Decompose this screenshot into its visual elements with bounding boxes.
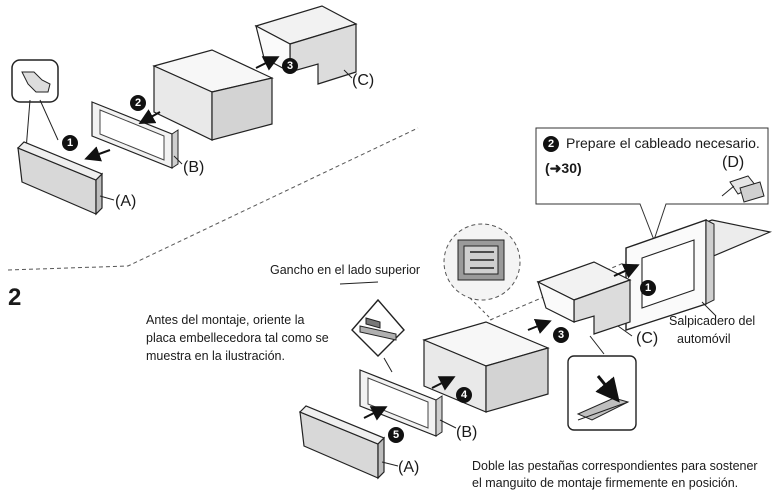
- badge-callout-step: 2: [543, 136, 559, 152]
- label-c-top: (C): [352, 72, 375, 89]
- leader-b-bottom: [439, 419, 457, 429]
- arrow-step-2-top: [138, 109, 161, 124]
- arrow-step-1-bottom: [613, 263, 640, 279]
- note-orient-1: Antes del montaje, oriente la: [146, 313, 305, 327]
- leader-c-top: [343, 69, 353, 79]
- note-hook: Gancho en el lado superior: [270, 263, 421, 277]
- label-b-bottom: (B): [456, 424, 478, 441]
- label-a-top: (A): [115, 193, 137, 210]
- label-a-bottom: (A): [398, 459, 420, 476]
- badge-step-1-top: 1: [62, 135, 78, 151]
- section-number: 2: [8, 284, 22, 311]
- leader-a-bottom: [381, 461, 399, 467]
- note-dashboard-2: automóvil: [677, 332, 731, 346]
- inset-leader: [469, 297, 493, 321]
- mounting-sleeve-c-bottom: [536, 261, 632, 335]
- callout-text: Prepare el cableado necesario.: [566, 135, 760, 151]
- label-c-bottom: (C): [636, 330, 659, 347]
- trim-plate-b-bottom: [359, 369, 443, 437]
- callout-reference: (➜30): [545, 160, 582, 177]
- arrow-step-1-top: [84, 146, 111, 162]
- finger-press-icon: [11, 59, 59, 151]
- badge-step-3-bottom: 3: [553, 327, 569, 343]
- leader-a-top: [99, 195, 115, 201]
- tab-bend-inset: [567, 335, 637, 431]
- hook-inset-leader: [383, 357, 393, 373]
- connector-d: [721, 175, 765, 203]
- badge-step-5-bottom: 5: [388, 427, 404, 443]
- arrow-step-5-bottom: [363, 406, 388, 421]
- note-orient-2: placa embellecedora tal como se: [146, 331, 329, 345]
- sleeve-detail-inset: [443, 223, 521, 301]
- note-tabs-2: el manguito de montaje firmemente en pos…: [472, 476, 739, 490]
- mounting-sleeve-c-top: [254, 5, 358, 85]
- badge-step-4-bottom: 4: [456, 387, 472, 403]
- note-orient-3: muestra en la ilustración.: [146, 349, 285, 363]
- faceplate-a-bottom: [298, 405, 386, 480]
- head-unit-bottom: [422, 321, 550, 413]
- leader-dashboard: [701, 301, 717, 317]
- arrow-step-3-bottom: [527, 319, 552, 334]
- section-divider: [7, 127, 419, 271]
- callout-page-ref: 30): [561, 160, 582, 176]
- leader-b-top: [173, 155, 183, 165]
- wiring-callout-frame: [535, 127, 769, 242]
- badge-step-3-top: 3: [282, 58, 298, 74]
- faceplate-a-top: [16, 141, 104, 216]
- badge-step-1-bottom: 1: [640, 280, 656, 296]
- arrow-step-4-bottom: [431, 376, 456, 391]
- badge-step-2-top: 2: [130, 95, 146, 111]
- note-dashboard-1: Salpicadero del: [669, 314, 756, 328]
- head-unit-top: [152, 49, 274, 141]
- note-tabs-1: Doble las pestañas correspondientes para…: [472, 459, 758, 473]
- arrow-icon: (➜: [545, 160, 562, 176]
- leader-c-bottom: [617, 325, 633, 337]
- hook-detail-inset: [339, 281, 405, 357]
- car-dashboard: [625, 219, 773, 331]
- label-d: (D): [722, 154, 745, 171]
- arrow-step-3-top: [255, 56, 280, 71]
- label-b-top: (B): [183, 159, 205, 176]
